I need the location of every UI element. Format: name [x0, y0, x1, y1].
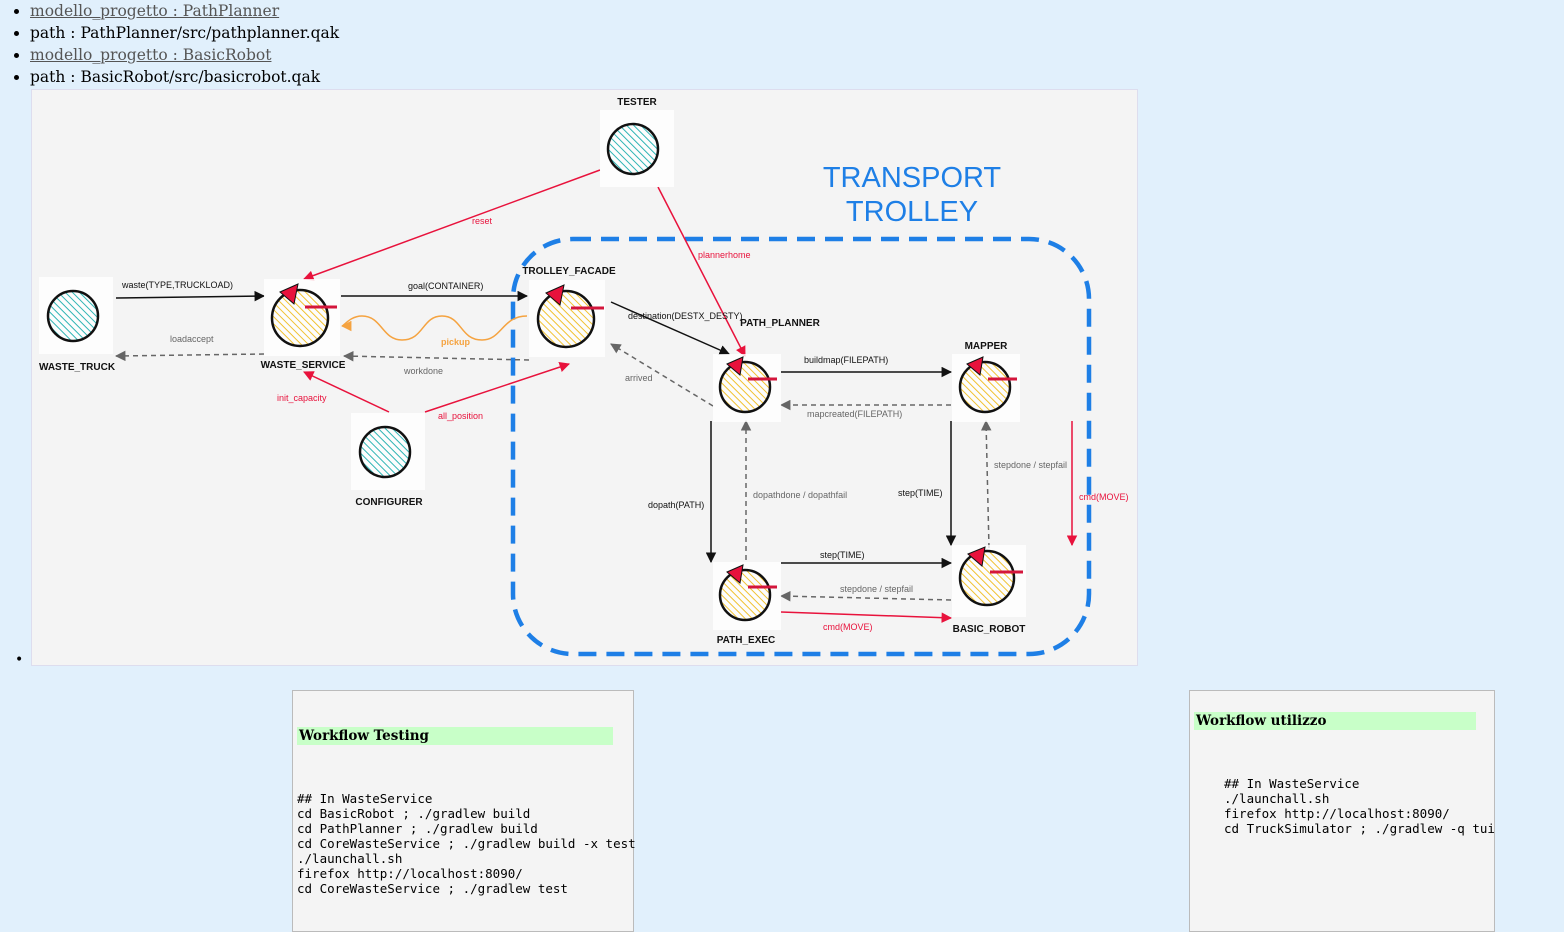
- group-title-line2: TROLLEY: [846, 196, 978, 228]
- step-time-exec-label: step(TIME): [820, 550, 865, 560]
- mapper-label: MAPPER: [965, 341, 1009, 352]
- destination-arrow: [610, 301, 730, 355]
- list-item[interactable]: modello_progetto : PathPlanner: [30, 0, 339, 22]
- loadaccept-label: loadaccept: [170, 334, 214, 344]
- basic-robot-actor: BASIC_ROBOT: [952, 545, 1026, 635]
- diagram-bullet: •: [15, 652, 24, 668]
- configurer-label: CONFIGURER: [355, 497, 423, 508]
- path-exec-label: PATH_EXEC: [717, 635, 776, 646]
- mapper-actor: MAPPER: [952, 341, 1020, 422]
- trolley-facade-actor: TROLLEY_FACADE: [522, 266, 616, 357]
- architecture-diagram: TRANSPORT TROLLEY reset plannerhome wast…: [31, 89, 1138, 666]
- diagram-svg: TRANSPORT TROLLEY reset plannerhome wast…: [39, 97, 1129, 657]
- workflow-testing-panel: Workflow Testing ## In WasteService cd B…: [292, 690, 636, 932]
- list-item: path : PathPlanner/src/pathplanner.qak: [30, 22, 339, 44]
- plannerhome-arrow: [657, 186, 746, 357]
- cmd-move-exec-label: cmd(MOVE): [823, 622, 873, 632]
- init-capacity-arrow: [303, 371, 390, 413]
- group-title-line1: TRANSPORT: [823, 162, 1002, 194]
- pathplanner-path-text: path : PathPlanner/src/pathplanner.qak: [30, 24, 340, 42]
- all-position-label: all_position: [438, 411, 483, 421]
- workdone-label: workdone: [403, 366, 443, 376]
- workflow-testing-code: ## In WasteService cd BasicRobot ; ./gra…: [297, 791, 636, 896]
- mapcreated-label: mapcreated(FILEPATH): [807, 409, 902, 419]
- configurer-actor: CONFIGURER: [351, 413, 425, 508]
- buildmap-label: buildmap(FILEPATH): [804, 355, 888, 365]
- waste-truck-actor: WASTE_TRUCK: [39, 277, 116, 373]
- goal-label: goal(CONTAINER): [408, 281, 483, 291]
- waste-truck-label: WASTE_TRUCK: [39, 362, 116, 373]
- path-planner-label: PATH_PLANNER: [740, 318, 820, 329]
- workflow-utilizzo-code: ## In WasteService ./launchall.sh firefo…: [1224, 776, 1495, 836]
- pickup-label: pickup: [441, 337, 471, 347]
- pickup-arrow: [340, 315, 528, 341]
- workdone-arrow: [342, 350, 530, 362]
- path-exec-actor: PATH_EXEC: [713, 562, 781, 646]
- workflow-utilizzo-panel: Workflow utilizzo ## In WasteService ./l…: [1189, 690, 1495, 932]
- loadaccept-arrow: [114, 350, 265, 362]
- tester-label: TESTER: [617, 97, 657, 108]
- waste-label: waste(TYPE,TRUCKLOAD): [121, 280, 233, 290]
- init-capacity-label: init_capacity: [277, 393, 327, 403]
- basicrobot-path-text: path : BasicRobot/src/basicrobot.qak: [30, 68, 321, 86]
- pathplanner-model-link[interactable]: modello_progetto : PathPlanner: [30, 2, 280, 20]
- basic-robot-label: BASIC_ROBOT: [953, 624, 1026, 635]
- waste-arrow: [115, 290, 266, 302]
- dopath-label: dopath(PATH): [648, 500, 704, 510]
- all-position-arrow: [424, 362, 570, 413]
- stepdone-exec-arrow: [779, 590, 952, 602]
- tester-actor: TESTER: [600, 97, 674, 187]
- list-item: path : BasicRobot/src/basicrobot.qak: [30, 66, 339, 88]
- waste-service-label: WASTE_SERVICE: [261, 360, 346, 371]
- basicrobot-model-link[interactable]: modello_progetto : BasicRobot: [30, 46, 272, 64]
- dopathdone-label: dopathdone / dopathfail: [753, 490, 847, 500]
- cmd-move-exec-arrow: [780, 611, 953, 623]
- waste-service-actor: WASTE_SERVICE: [261, 279, 346, 371]
- path-planner-actor: PATH_PLANNER: [713, 318, 821, 422]
- destination-label: destination(DESTX_DESTY): [628, 311, 743, 321]
- list-item[interactable]: modello_progetto : BasicRobot: [30, 44, 339, 66]
- reset-arrow: [303, 169, 601, 281]
- plannerhome-label: plannerhome: [698, 250, 751, 260]
- stepdone-exec-label: stepdone / stepfail: [840, 584, 913, 594]
- arrived-arrow: [610, 343, 714, 407]
- link-list: modello_progetto : PathPlanner path : Pa…: [0, 0, 339, 88]
- reset-label: reset: [472, 216, 493, 226]
- workflow-utilizzo-title: Workflow utilizzo: [1194, 712, 1476, 730]
- stepdone-mapper-arrow: [980, 419, 992, 549]
- step-time-planner-label: step(TIME): [898, 488, 943, 498]
- trolley-facade-label: TROLLEY_FACADE: [522, 266, 616, 277]
- arrived-label: arrived: [625, 373, 653, 383]
- cmd-move-right-label: cmd(MOVE): [1079, 492, 1129, 502]
- stepdone-mapper-label: stepdone / stepfail: [994, 460, 1067, 470]
- transport-trolley-group: [510, 236, 1092, 657]
- workflow-testing-title: Workflow Testing: [297, 727, 613, 745]
